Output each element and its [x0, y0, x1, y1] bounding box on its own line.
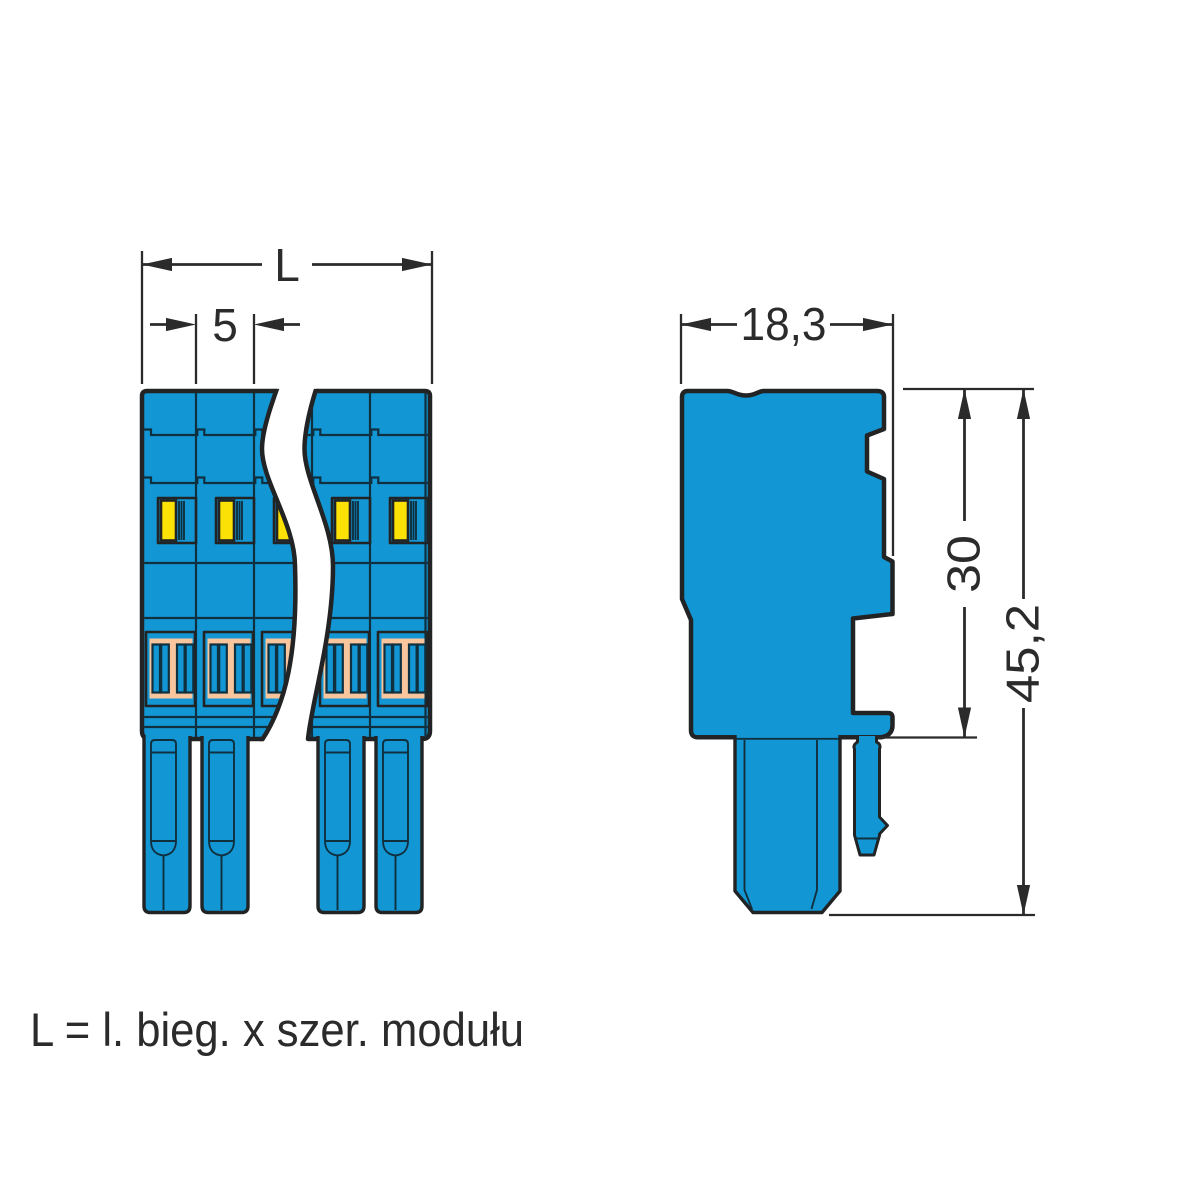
dim-label-module-width: 5 — [212, 299, 238, 351]
break-edge-left — [259, 388, 298, 742]
side-body — [679, 388, 895, 740]
dim-label-height-45-2: 45,2 — [997, 604, 1049, 703]
dimension-L: L — [140, 239, 434, 384]
dim-label-height-30: 30 — [938, 535, 990, 593]
dimension-module-width: 5 — [150, 299, 300, 384]
side-dimensions: 18,3 30 45,2 — [679, 298, 1049, 917]
dim-label-depth: 18,3 — [741, 298, 827, 350]
front-view — [142, 372, 430, 913]
side-latch-pin — [852, 736, 889, 857]
dim-label-L: L — [274, 239, 300, 291]
dimension-depth: 18,3 — [679, 298, 895, 556]
dimension-height-30: 30 — [877, 387, 1034, 739]
front-dimensions: L 5 — [140, 239, 434, 384]
dimension-height-45-2: 45,2 — [829, 389, 1049, 917]
caption-formula: L = l. bieg. x szer. modułu — [30, 1003, 524, 1056]
break-edge-right — [302, 388, 336, 742]
side-main-pin — [733, 735, 842, 915]
side-view — [679, 388, 895, 915]
